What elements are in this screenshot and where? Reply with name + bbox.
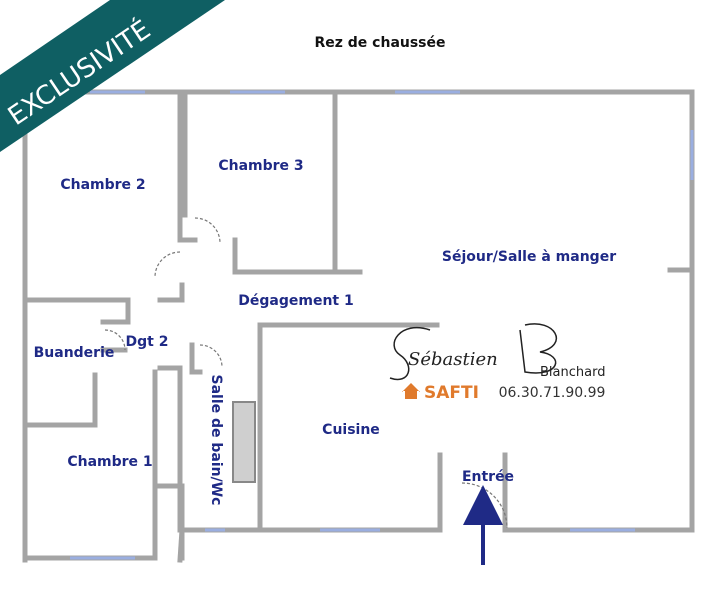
room-label-entree: Entrée [462,469,514,485]
plan-title: Rez de chaussée [314,35,445,51]
house-icon [402,383,420,399]
room-label-buanderie: Buanderie [34,345,115,361]
room-label-chambre-1: Chambre 1 [67,454,152,470]
windows [70,90,694,560]
exclusivite-banner: EXCLUSIVITÉ [0,0,225,152]
agent-last-name: Blanchard [540,365,605,380]
room-label-chambre-2: Chambre 2 [60,177,145,193]
agent-phone: 06.30.71.90.99 [499,385,606,401]
agent-signature: Sébastien Blanchard SAFTI 06.30.71.90.99 [389,323,606,403]
room-label-sejour: Séjour/Salle à manger [442,249,616,265]
room-label-chambre-3: Chambre 3 [218,158,303,174]
signature-s-flourish [389,327,431,381]
walls [19,89,695,563]
brand-name: SAFTI [424,383,479,403]
bathtub [232,401,256,483]
agent-first-name: Sébastien [408,349,498,370]
room-label-cuisine: Cuisine [322,422,380,438]
signature-b-flourish [519,323,558,374]
room-label-salle-de-bain: Salle de bain/Wc [208,375,224,506]
room-label-degagement-1: Dégagement 1 [238,293,353,309]
room-label-dgt-2: Dgt 2 [126,334,169,350]
